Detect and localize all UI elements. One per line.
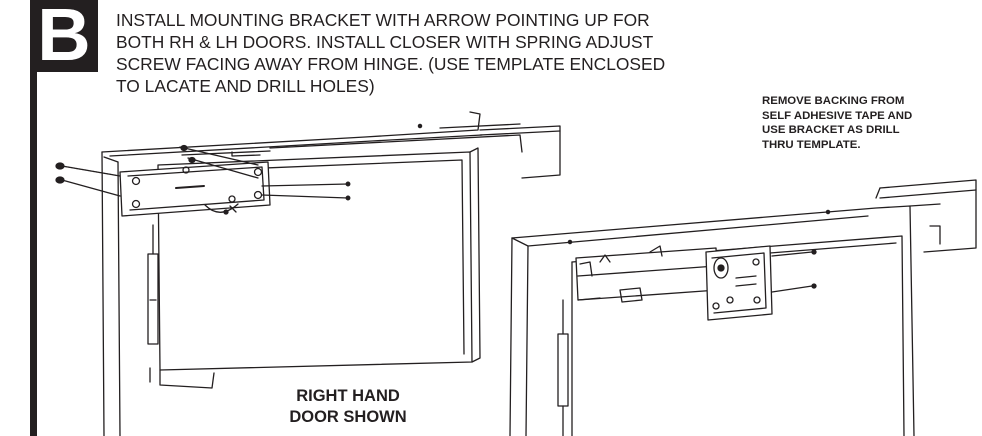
caption-line: RIGHT HAND xyxy=(296,387,400,405)
right-door-assembly xyxy=(510,180,976,436)
step-side-bar xyxy=(30,72,37,436)
step-letter-badge: B xyxy=(30,0,98,72)
note-line: USE BRACKET AS DRILL xyxy=(762,124,900,137)
note-line: THRU TEMPLATE. xyxy=(762,138,861,151)
instruction-line: TO LACATE AND DRILL HOLES) xyxy=(116,76,375,96)
door-closer xyxy=(576,246,772,320)
instruction-line: INSTALL MOUNTING BRACKET WITH ARROW POIN… xyxy=(116,10,650,30)
template-note: REMOVE BACKING FROM SELF ADHESIVE TAPE A… xyxy=(762,94,977,152)
mounting-screws xyxy=(56,124,422,214)
left-door-assembly xyxy=(56,112,560,436)
instruction-line: BOTH RH & LH DOORS. INSTALL CLOSER WITH … xyxy=(116,32,654,52)
instruction-text: INSTALL MOUNTING BRACKET WITH ARROW POIN… xyxy=(116,9,796,97)
instruction-line: SCREW FACING AWAY FROM HINGE. (USE TEMPL… xyxy=(116,54,666,74)
door-caption: RIGHT HAND DOOR SHOWN xyxy=(268,386,428,428)
note-line: SELF ADHESIVE TAPE AND xyxy=(762,109,913,122)
right-screws xyxy=(568,210,829,292)
note-line: REMOVE BACKING FROM xyxy=(762,95,905,107)
mounting-bracket xyxy=(120,162,270,216)
caption-line: DOOR SHOWN xyxy=(289,408,407,426)
